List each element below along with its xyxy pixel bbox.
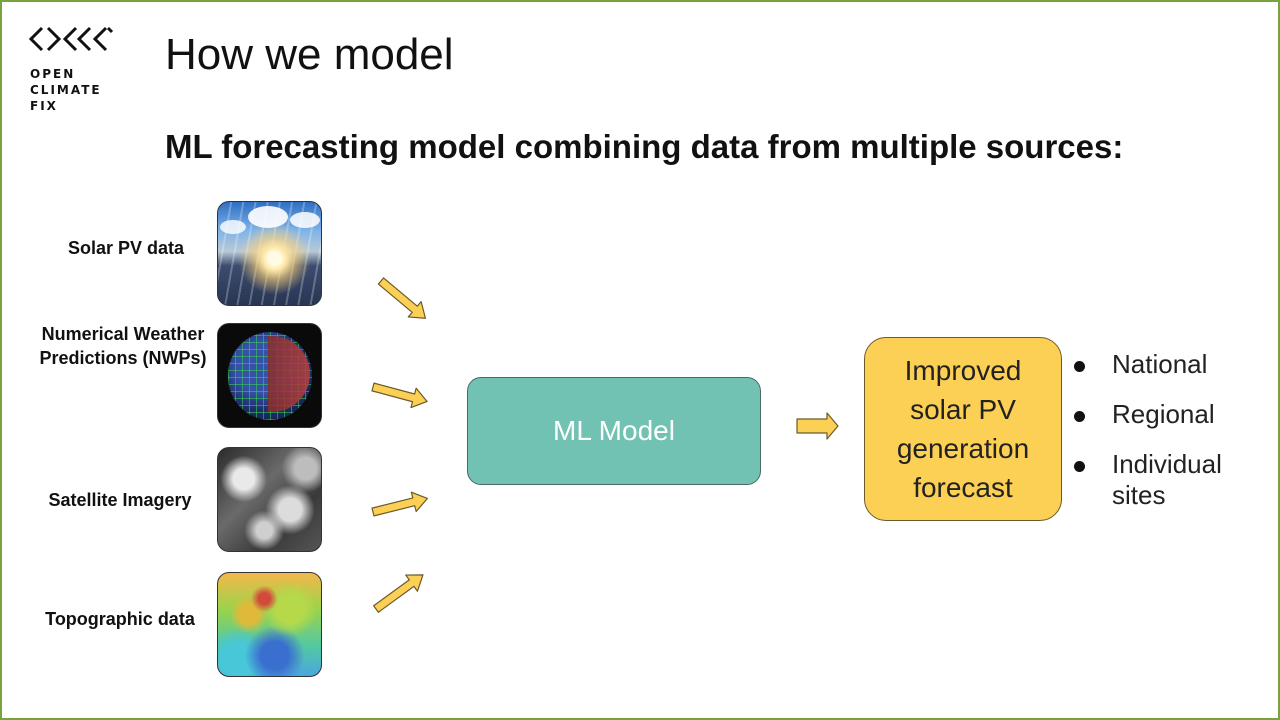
cloud-shape: [290, 212, 320, 228]
logo-line-fix: FIX: [30, 99, 58, 113]
arrow-model-to-output: [796, 412, 839, 440]
source-label-nwp: Numerical Weather Predictions (NWPs): [39, 324, 207, 368]
cloud-shape: [220, 220, 246, 234]
output-item-individual-sites: Individual sites: [1112, 449, 1222, 510]
logo-chevrons-icon: [28, 26, 114, 52]
cloud-shape: [248, 206, 288, 228]
arrow-nwp-to-model: [371, 382, 428, 409]
bullet-dot-icon: [1074, 411, 1085, 422]
ml-model-box: ML Model: [467, 377, 761, 485]
list-item: Regional: [1072, 399, 1262, 430]
source-label-satellite: Satellite Imagery: [48, 490, 192, 510]
weather-globe-image: [217, 323, 322, 428]
output-item-national: National: [1112, 349, 1208, 379]
logo-line-climate: CLIMATE: [30, 83, 102, 97]
list-item: Individual sites: [1072, 449, 1262, 511]
logo-line-open: OPEN: [30, 67, 76, 81]
topographic-map-image: [217, 572, 322, 677]
satellite-clouds-image: [217, 447, 322, 552]
output-item-regional: Regional: [1112, 399, 1215, 429]
open-climate-fix-logo: OPEN CLIMATE FIX: [28, 24, 128, 114]
list-item: National: [1072, 349, 1262, 380]
solar-panels-image: [217, 201, 322, 306]
page-title: How we model: [165, 30, 454, 79]
output-list: National Regional Individual sites: [1072, 349, 1262, 511]
arrow-solar-to-model: [377, 277, 427, 319]
slide-subtitle: ML forecasting model combining data from…: [165, 128, 1124, 165]
bullet-dot-icon: [1074, 461, 1085, 472]
bullet-dot-icon: [1074, 361, 1085, 372]
source-label-solar-pv: Solar PV data: [67, 238, 185, 258]
forecast-output-label: Improved solar PV generation forecast: [896, 355, 1030, 503]
arrow-topographic-to-model: [373, 574, 424, 613]
arrow-satellite-to-model: [371, 491, 428, 517]
source-label-topographic: Topographic data: [45, 609, 195, 629]
ml-model-label: ML Model: [553, 415, 675, 446]
forecast-output-box: Improved solar PV generation forecast: [864, 337, 1062, 521]
logo-wordmark: OPEN CLIMATE FIX: [30, 66, 102, 114]
